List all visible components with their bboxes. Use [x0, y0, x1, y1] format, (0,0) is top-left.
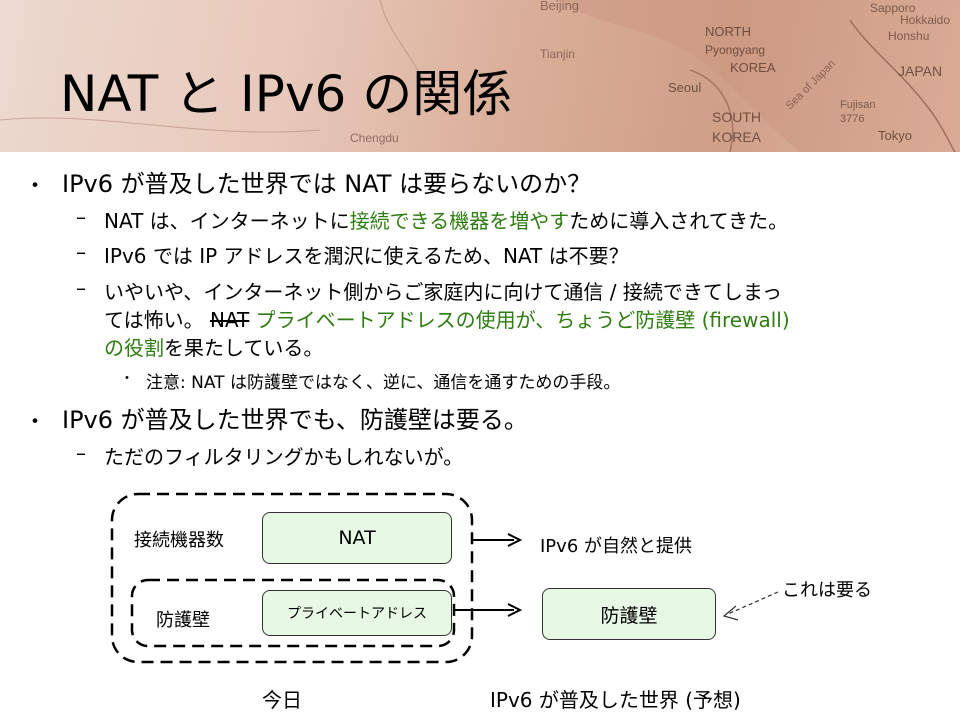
- text-segment: を果たしている。: [164, 336, 324, 360]
- arrow-head: [507, 603, 523, 617]
- nat-box: NAT: [262, 512, 452, 564]
- dash-marker: –: [76, 240, 86, 264]
- map-label: NORTH: [705, 24, 751, 39]
- highlight-text: プライベートアドレスの使用が、ちょうど防護壁 (firewall): [255, 308, 790, 332]
- bullet-1-note: 注意: NAT は防護壁ではなく、逆に、通信を通すための手段。: [146, 373, 621, 393]
- bullet-marker: ・: [24, 174, 47, 199]
- map-background: Beijing Tianjin NORTH Pyongyang KOREA Se…: [0, 0, 960, 152]
- title-banner: Beijing Tianjin NORTH Pyongyang KOREA Se…: [0, 0, 960, 152]
- dash-marker: –: [76, 441, 86, 465]
- bullet-marker-small: ・: [120, 371, 134, 387]
- map-label: Pyongyang: [705, 43, 765, 57]
- label-connected-devices: 接続機器数: [134, 530, 224, 551]
- map-label: Honshu: [888, 29, 929, 43]
- highlight-text: の役割: [104, 336, 164, 360]
- bullet-1-sub-1: NAT は、インターネットに接続できる機器を増やすために導入されてきた。: [104, 205, 788, 234]
- callout-arrow-head: [722, 605, 739, 621]
- map-label: JAPAN: [898, 63, 942, 79]
- map-label: SOUTH: [712, 109, 761, 125]
- map-label: Tianjin: [540, 47, 575, 61]
- text-segment: ために導入されてきた。: [569, 209, 789, 233]
- bullet-1-sub-3-line-2: ては怖い。 NAT プライベートアドレスの使用が、ちょうど防護壁 (firewa…: [104, 304, 790, 333]
- slide-title: NAT と IPv6 の関係: [60, 65, 513, 123]
- future-firewall-box: 防護壁: [542, 588, 716, 640]
- map-label: Sapporo: [870, 1, 916, 15]
- map-label: KOREA: [730, 60, 776, 75]
- bullet-marker: ・: [24, 410, 47, 435]
- dash-marker: –: [76, 205, 86, 229]
- map-label: Chengdu: [350, 131, 399, 145]
- map-label: Seoul: [668, 80, 701, 95]
- dash-marker: –: [76, 276, 86, 300]
- map-label: Hokkaido: [900, 13, 950, 27]
- private-address-box: プライベートアドレス: [262, 590, 452, 636]
- map-label: 3776: [840, 113, 864, 125]
- label-firewall: 防護壁: [156, 610, 210, 631]
- bullet-1-sub-2: IPv6 では IP アドレスを潤沢に使えるため、NAT は不要？: [104, 244, 629, 268]
- ipv6-provides-label: IPv6 が自然と提供: [540, 536, 692, 557]
- map-label: KOREA: [712, 129, 762, 145]
- caption-future: IPv6 が普及した世界 (予想): [490, 688, 741, 712]
- bullet-2: IPv6 が普及した世界でも、防護壁は要る。: [62, 406, 528, 434]
- highlight-text: 接続できる機器を増やす: [349, 209, 570, 233]
- bullet-1-sub-3-line-1: いやいや、インターネット側からご家庭内に向けて通信 / 接続できてしまっ: [104, 280, 783, 304]
- caption-today: 今日: [262, 688, 302, 712]
- map-label: Beijing: [540, 0, 579, 13]
- text-segment: ては怖い。: [104, 308, 204, 332]
- bullet-1-sub-3-line-3: の役割を果たしている。: [104, 332, 323, 361]
- map-label: Fujisan: [840, 99, 875, 111]
- needed-callout: これは要る: [782, 580, 872, 601]
- text-segment: NAT は、インターネットに: [104, 209, 350, 233]
- bullet-1: IPv6 が普及した世界では NAT は要らないのか？: [62, 170, 592, 198]
- callout-line: [727, 591, 779, 615]
- arrow-head: [507, 533, 523, 547]
- bullet-2-sub-1: ただのフィルタリングかもしれないが。: [104, 445, 464, 469]
- map-label: Tokyo: [878, 128, 912, 143]
- struck-text: NAT: [209, 308, 250, 332]
